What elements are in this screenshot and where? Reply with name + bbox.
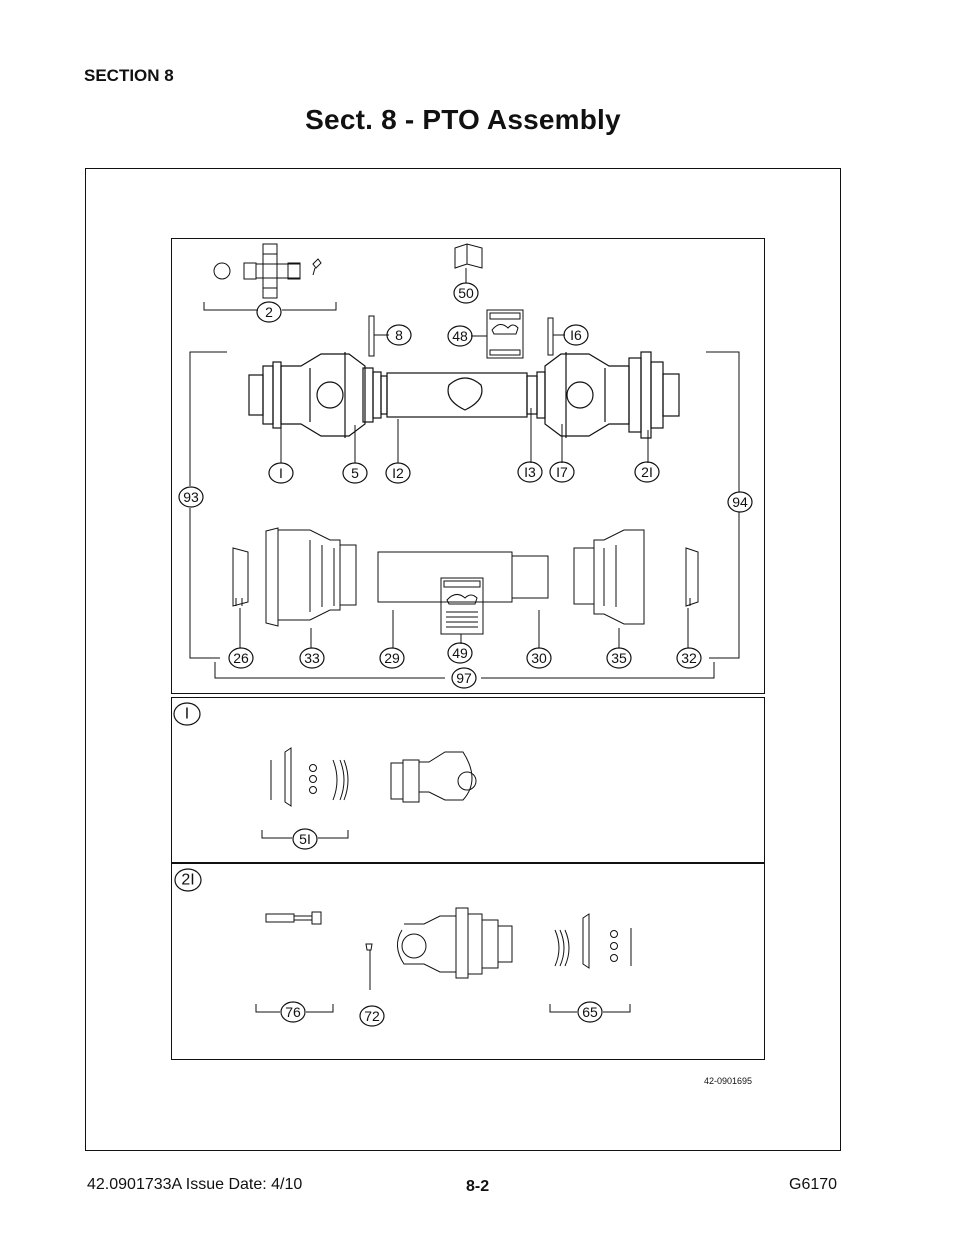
detail-panel-21 — [171, 863, 765, 1060]
callout-65: 65 — [582, 1004, 598, 1020]
callout-93: 93 — [183, 489, 199, 505]
callout-50: 50 — [458, 285, 474, 301]
detail-label-1: I — [185, 706, 189, 723]
callout-13: I3 — [524, 464, 536, 480]
section-label: SECTION 8 — [84, 66, 174, 85]
detail-label-21: 2I — [181, 872, 194, 889]
bracket-94 — [706, 351, 740, 659]
operator-manual-drawing — [454, 243, 483, 283]
danger-decal-48-drawing — [471, 309, 524, 359]
footer-doc-number: 42.0901733A Issue Date: 4/10 — [87, 1176, 303, 1193]
callout-5: 5 — [351, 465, 359, 481]
callout-29: 29 — [384, 650, 400, 666]
yoke-detail-21-drawing — [255, 907, 632, 1013]
callout-26: 26 — [233, 650, 249, 666]
danger-decal-49-drawing — [440, 577, 484, 635]
callout-21: 2I — [641, 464, 653, 480]
page-title: Sect. 8 - PTO Assembly — [305, 104, 621, 135]
driveline-assembly-drawing — [248, 351, 680, 439]
callout-97: 97 — [456, 670, 472, 686]
callout-circles — [173, 282, 753, 1027]
callout-33: 33 — [304, 650, 320, 666]
cross-kit-drawing — [203, 243, 337, 311]
callout-49: 49 — [452, 645, 468, 661]
drawing-number: 42-0901695 — [704, 1076, 752, 1086]
callout-2: 2 — [265, 304, 273, 320]
shield-parts-drawing — [232, 527, 699, 627]
callout-30: 30 — [531, 650, 547, 666]
bracket-97 — [214, 662, 715, 679]
callout-48: 48 — [452, 328, 468, 344]
callout-72: 72 — [364, 1008, 380, 1024]
callout-12: I2 — [392, 465, 404, 481]
callout-76: 76 — [285, 1004, 301, 1020]
callout-51: 5I — [299, 831, 311, 847]
yoke-detail-1-drawing — [261, 747, 477, 839]
detail-panel-1 — [171, 697, 765, 863]
callout-94: 94 — [732, 494, 748, 510]
footer-page-number: 8-2 — [466, 1178, 490, 1195]
footer-model: G6170 — [789, 1176, 838, 1193]
tube-16-drawing — [547, 317, 554, 356]
callout-35: 35 — [611, 650, 627, 666]
callout-16: I6 — [570, 327, 582, 343]
main-panel — [171, 238, 765, 694]
diagram-frame — [85, 168, 841, 1151]
tube-8-drawing — [368, 315, 375, 357]
callout-32: 32 — [681, 650, 697, 666]
bracket-93 — [189, 351, 227, 659]
callout-17: I7 — [556, 464, 568, 480]
callout-8: 8 — [395, 327, 403, 343]
callout-1: I — [279, 465, 283, 481]
